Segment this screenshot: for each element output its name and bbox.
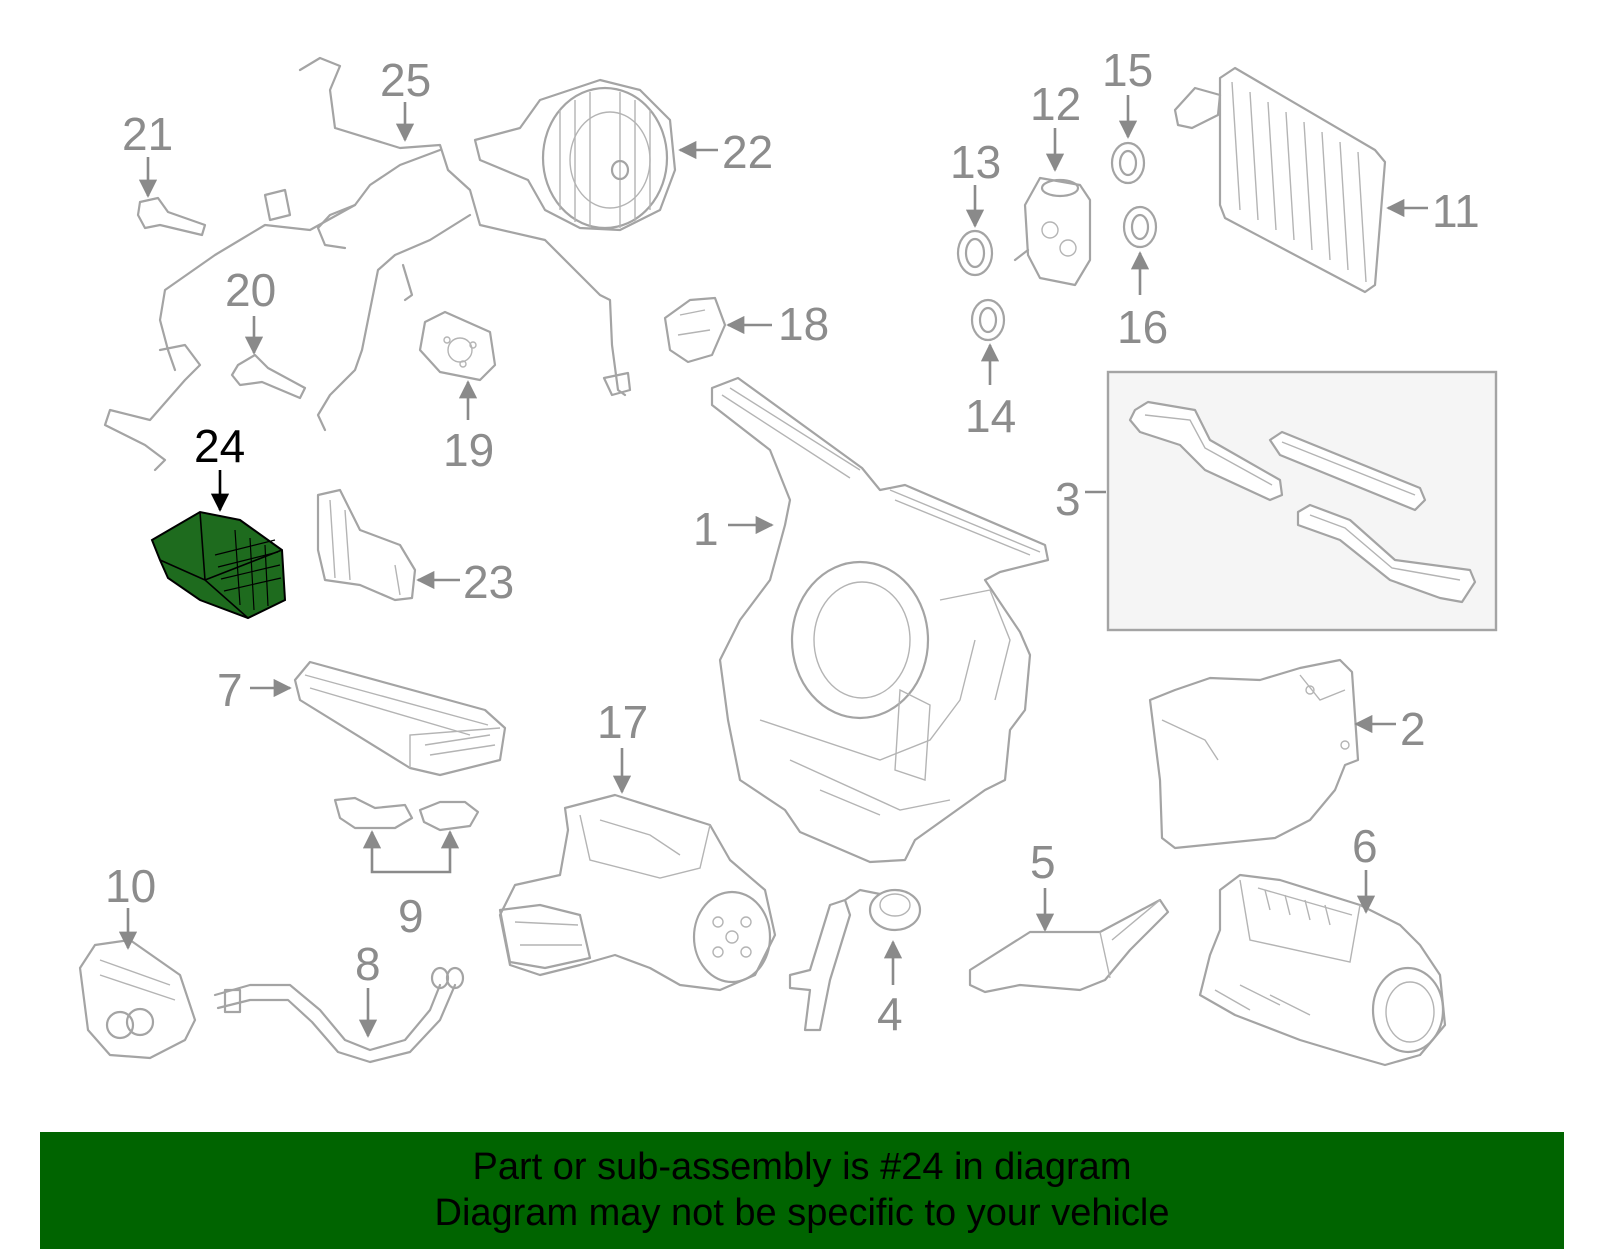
callout-20: 20 (225, 264, 276, 316)
callout-2: 2 (1400, 703, 1426, 755)
callout-22: 22 (722, 126, 773, 178)
part-10-cover[interactable] (78, 938, 197, 1060)
part-15-o-ring[interactable] (1110, 141, 1146, 185)
callout-10: 10 (105, 860, 156, 912)
part-20-clip[interactable] (230, 353, 307, 400)
part-4-drain-tube[interactable] (788, 888, 922, 1032)
part-23-module[interactable] (316, 488, 417, 602)
part-9-seals[interactable] (333, 796, 480, 832)
part-3-seal-kit[interactable] (1106, 370, 1498, 632)
part-5-duct[interactable] (968, 898, 1170, 994)
part-18-bracket[interactable] (663, 296, 727, 364)
info-banner: Part or sub-assembly is #24 in diagram D… (40, 1132, 1564, 1249)
callout-11: 11 (1432, 185, 1480, 237)
callout-25: 25 (380, 54, 431, 106)
callout-17: 17 (597, 696, 648, 748)
part-2-cover[interactable] (1148, 658, 1360, 850)
callout-13: 13 (950, 136, 1001, 188)
callout-4: 4 (877, 988, 903, 1040)
callout-3: 3 (1055, 473, 1081, 525)
callout-6: 6 (1352, 820, 1378, 872)
part-8-hoses[interactable] (213, 966, 465, 1064)
callout-8: 8 (355, 938, 381, 990)
part-6-distribution-housing[interactable] (1198, 873, 1447, 1067)
part-22-blower-motor[interactable] (473, 78, 677, 232)
part-7-heater-core[interactable] (293, 660, 507, 777)
callout-24: 24 (194, 420, 245, 472)
part-19-actuator[interactable] (418, 310, 497, 382)
callout-18: 18 (778, 298, 829, 350)
callout-7: 7 (217, 664, 243, 716)
callout-12: 12 (1030, 78, 1081, 130)
callout-5: 5 (1030, 836, 1056, 888)
part-13-o-ring[interactable] (956, 229, 994, 277)
callout-21: 21 (122, 108, 173, 160)
exploded-view-svg: 25 21 20 22 19 18 24 (78, 44, 1498, 1067)
part-14-o-ring[interactable] (970, 298, 1006, 342)
part-21-clip[interactable] (136, 196, 207, 237)
part-16-o-ring[interactable] (1122, 205, 1158, 249)
part-25-wiring-harness[interactable] (103, 56, 632, 472)
callout-19: 19 (443, 424, 494, 476)
banner-line-2: Diagram may not be specific to your vehi… (434, 1192, 1170, 1234)
part-1-hvac-housing[interactable] (710, 376, 1050, 864)
callout-23: 23 (463, 556, 514, 608)
callout-15: 15 (1102, 44, 1153, 96)
banner-line-1: Part or sub-assembly is #24 in diagram (472, 1146, 1132, 1188)
callout-14: 14 (965, 390, 1016, 442)
part-17-blower-housing[interactable] (498, 793, 777, 992)
part-11-evaporator[interactable] (1173, 66, 1387, 294)
callout-1: 1 (693, 503, 719, 555)
callout-9: 9 (398, 890, 424, 942)
part-24-highlighted[interactable] (150, 510, 287, 620)
part-12-expansion-valve[interactable] (1013, 176, 1092, 287)
callout-16: 16 (1117, 301, 1168, 353)
